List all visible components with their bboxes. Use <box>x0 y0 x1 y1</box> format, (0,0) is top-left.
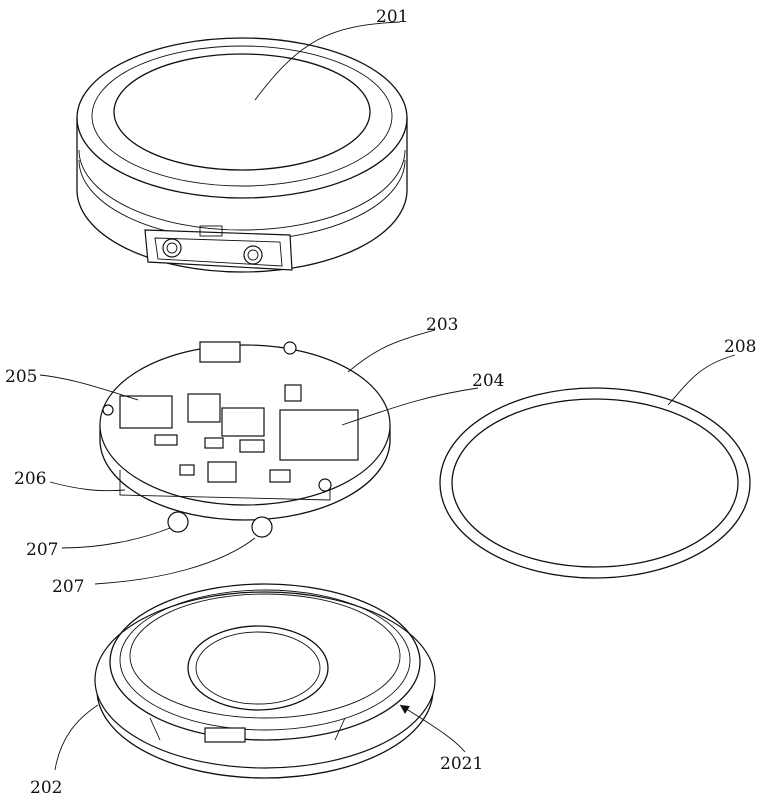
pcb-203 <box>100 342 390 537</box>
label-201: 201 <box>376 7 408 27</box>
label-206: 206 <box>14 469 46 489</box>
seal-ring-208 <box>440 388 750 578</box>
label-208: 208 <box>724 337 756 357</box>
bottom-cover-202 <box>95 584 435 778</box>
contact-207b <box>252 517 272 537</box>
label-203: 203 <box>426 315 458 335</box>
label-207b: 207 <box>52 577 84 597</box>
label-202: 202 <box>30 778 62 798</box>
label-207a: 207 <box>26 540 58 560</box>
contact-207a <box>168 512 188 532</box>
label-204: 204 <box>472 371 504 391</box>
top-housing-201 <box>77 38 407 272</box>
chip-205 <box>120 396 172 428</box>
module-204 <box>280 410 358 460</box>
label-205: 205 <box>5 367 37 387</box>
label-2021: 2021 <box>440 754 483 774</box>
connector-port <box>145 226 292 270</box>
